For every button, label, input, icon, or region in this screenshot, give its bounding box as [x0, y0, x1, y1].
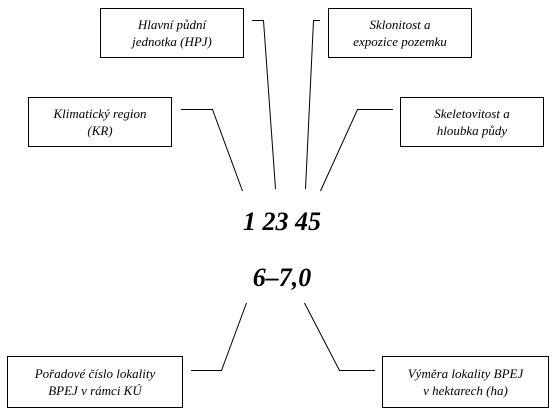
connector-area: [304, 302, 375, 371]
label-box-climate: Klimatický region (KR): [28, 97, 172, 147]
label-skeleton: Skeletovitost a hloubka půdy: [434, 106, 510, 138]
label-box-skeleton: Skeletovitost a hloubka půdy: [400, 97, 544, 147]
label-hpj: Hlavní půdní jednotka (HPJ): [132, 17, 212, 49]
bpej-code-secondary: 6–7,0: [252, 263, 312, 292]
label-area: Výměra lokality BPEJ v hektarech (ha): [407, 366, 524, 398]
label-box-slope: Sklonitost a expozice pozemku: [328, 8, 472, 58]
label-slope: Sklonitost a expozice pozemku: [353, 17, 447, 49]
bpej-code-main: 1 23 45: [243, 207, 321, 236]
label-box-order: Pořadové číslo lokality BPEJ v rámci KÚ: [7, 356, 183, 408]
label-box-hpj: Hlavní půdní jednotka (HPJ): [100, 8, 244, 58]
connector-skeleton: [320, 109, 393, 192]
connector-climate: [181, 109, 243, 192]
connector-order: [191, 302, 247, 371]
connector-slope: [305, 20, 320, 190]
connector-hpj: [252, 20, 276, 190]
label-box-area: Výměra lokality BPEJ v hektarech (ha): [382, 356, 549, 408]
label-order: Pořadové číslo lokality BPEJ v rámci KÚ: [34, 366, 156, 398]
label-climate: Klimatický region (KR): [53, 106, 147, 138]
